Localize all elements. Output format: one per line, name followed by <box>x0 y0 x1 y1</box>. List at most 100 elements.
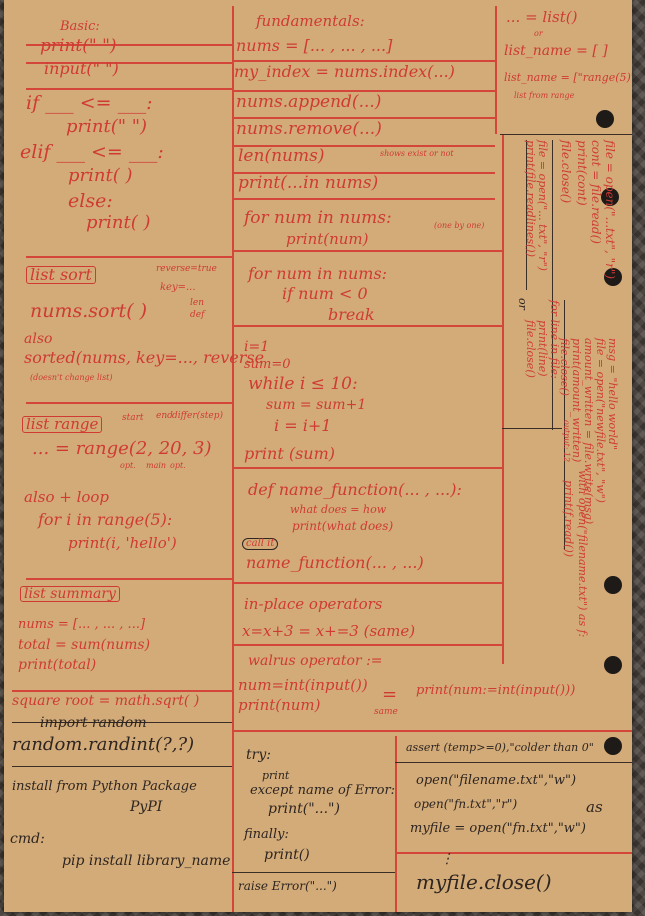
install-line-1: install from Python Package <box>12 779 197 794</box>
range-step-label: differ(step) <box>172 411 223 421</box>
list-summary-title: list summary <box>20 586 120 602</box>
walrus-equals: = <box>382 684 398 705</box>
sort-also: also <box>24 331 53 347</box>
file-write-1: msg = "hello world" <box>606 338 619 451</box>
file-read-3: print(cont) <box>575 140 589 206</box>
section-divider <box>395 852 632 854</box>
range-start-label: start <box>122 413 144 423</box>
section-divider <box>232 60 495 62</box>
section-divider <box>232 467 502 469</box>
section-divider <box>12 690 232 692</box>
list-create-note: list from range <box>514 91 575 100</box>
list-create-3: list_name = ["range(5)"] <box>504 71 632 84</box>
func-def: def name_function(... , ...): <box>248 480 462 499</box>
random-randint: random.randint(?,?) <box>12 734 195 755</box>
fund-index: my_index = nums.index(...) <box>234 62 455 81</box>
fundamentals-heading: fundamentals: <box>256 12 365 30</box>
walrus-num: num=int(input()) <box>238 676 368 694</box>
column-divider <box>495 6 497 134</box>
assert-line: assert (temp>=0),"colder than 0" <box>406 741 594 754</box>
fund-if: if num < 0 <box>282 284 368 303</box>
section-divider <box>26 62 232 64</box>
section-divider <box>26 578 232 580</box>
summary-total: total = sum(nums) <box>18 637 151 653</box>
square-root: square root = math.sqrt( ) <box>12 693 200 709</box>
range-loop: for i in range(5): <box>38 510 173 529</box>
fund-remove: nums.remove(...) <box>236 119 382 139</box>
file-read-1: file = open("...txt", "r") <box>603 140 617 280</box>
binder-hole <box>596 110 614 128</box>
import-random: import random <box>40 715 147 731</box>
fund-nums: nums = [... , ... , ...] <box>236 36 393 55</box>
file-read-2: cont = file.read() <box>589 140 603 244</box>
fund-len: len(nums) <box>238 146 325 166</box>
func-call-label: call it <box>242 538 279 550</box>
file-with-2: print(f.read()) <box>562 480 575 558</box>
list-create-or: or <box>534 29 543 38</box>
section-divider <box>232 325 502 327</box>
sort-reverse-label: reverse=true <box>156 264 217 274</box>
while-sum-update: sum = sum+1 <box>266 397 367 413</box>
fund-in: print(...in nums) <box>238 173 379 193</box>
myfile-open: myfile = open("fn.txt","w") <box>410 821 586 836</box>
walrus-print: print(num) <box>238 696 321 714</box>
notebook-page: Basic: print(" ") input(" ") if ___ <= _… <box>4 0 632 912</box>
section-divider <box>232 172 495 174</box>
func-print: print(what does) <box>292 519 394 533</box>
func-what: what does = how <box>290 503 387 516</box>
try-except: except name of Error: <box>250 783 396 798</box>
sorted-call: sorted(nums, key=..., reverse <box>24 348 265 367</box>
section-divider <box>26 402 232 404</box>
fund-break: break <box>328 305 375 324</box>
fund-for-note: (one by one) <box>434 221 485 230</box>
list-create-2: list_name = [ ] <box>504 43 608 59</box>
section-divider <box>26 44 232 46</box>
column-divider <box>232 6 234 912</box>
file-read-4: file.close() <box>559 140 573 204</box>
ink-divider <box>500 134 632 136</box>
section-divider <box>232 730 632 732</box>
range-call: ... = range(2, 20, 3) <box>32 438 212 459</box>
summary-nums: nums = [... , ... , ...] <box>18 617 146 632</box>
basic-print-3: print( ) <box>86 212 151 233</box>
while-print: print (sum) <box>244 444 335 463</box>
walrus-oneliner: print(num:=int(input())) <box>416 683 576 698</box>
try-raise: raise Error("...") <box>238 879 337 893</box>
column-divider <box>395 736 397 912</box>
ink-divider <box>564 300 566 550</box>
section-divider <box>232 117 495 119</box>
basic-print: print(" ") <box>40 36 117 56</box>
sort-def-label: def <box>190 310 205 320</box>
range-main-label: main <box>146 461 167 470</box>
ink-divider <box>12 722 232 724</box>
list-range-title: list range <box>22 416 103 433</box>
section-divider <box>232 644 502 646</box>
summary-print: print(total) <box>18 657 97 673</box>
section-divider <box>232 250 502 252</box>
ink-divider <box>552 140 554 430</box>
file-loop-2: print(line) <box>536 320 549 377</box>
fund-len-note: shows exist or not <box>380 149 454 158</box>
ink-divider <box>502 428 562 430</box>
file-write-output: output: 12 <box>562 420 571 463</box>
fund-append: nums.append(...) <box>236 92 382 112</box>
fund-for: for num in nums: <box>244 208 392 228</box>
section-divider <box>26 88 232 90</box>
binder-hole <box>604 268 622 286</box>
basic-if: if ___ <= ___: <box>26 92 153 114</box>
binder-hole <box>604 737 622 755</box>
range-loop-print: print(i, 'hello') <box>68 534 177 552</box>
file-with-1: with open("filename.txt") as f: <box>576 470 589 638</box>
install-cmd: cmd: <box>10 831 45 847</box>
column-divider <box>502 134 504 664</box>
myfile-close: myfile.close() <box>416 870 552 894</box>
ink-divider <box>526 140 528 290</box>
myfile-dots: ⋮ <box>440 851 454 867</box>
file-loop-3: file.close() <box>524 320 537 378</box>
while-sum: sum=0 <box>244 357 291 372</box>
basic-input: input(" ") <box>44 59 119 78</box>
file-lines-2: print(file.readlines()) <box>524 140 537 257</box>
sort-call: nums.sort( ) <box>30 300 148 322</box>
basic-elif: elif ___ <= ___: <box>20 141 164 163</box>
file-write-2: file = open("newfile.txt", "w") <box>594 338 607 503</box>
